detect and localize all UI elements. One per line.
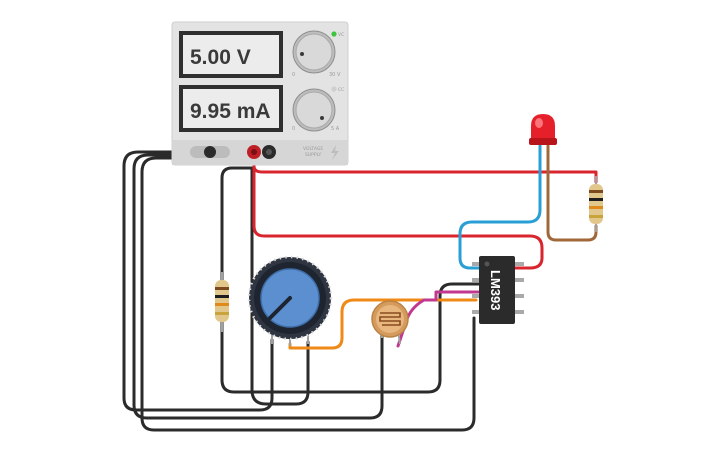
positive-wires[interactable] [252, 150, 598, 270]
cc-label: CC [338, 87, 344, 93]
lightning-bolt-icon [331, 145, 339, 160]
led-resistor-icon[interactable] [589, 176, 603, 232]
chip-pin[interactable] [514, 262, 524, 266]
chip-pin[interactable] [472, 278, 482, 282]
voltage-min-label: 0 [292, 72, 295, 78]
led-signal-wire[interactable] [458, 144, 542, 270]
voltage-knob-pointer [300, 52, 304, 56]
voltage-max-label: 30 V [329, 72, 341, 78]
voltage-knob[interactable] [292, 30, 336, 74]
negative-terminal[interactable] [262, 145, 276, 159]
current-knob[interactable] [292, 88, 336, 132]
current-min-label: 0 [292, 126, 295, 132]
cc-indicator-light [331, 86, 337, 92]
potentiometer-pointer [268, 296, 292, 320]
chip-pin[interactable] [472, 262, 482, 266]
chip-pin[interactable] [514, 310, 524, 314]
panel-label-line1: VOLTAGE [303, 146, 323, 152]
voltage-readout: 5.00 V [190, 46, 251, 69]
power-supply[interactable]: 5.00 V 9.95 mA 0 30 V VC 0 5 A CC [171, 21, 349, 166]
potentiometer-wiper-wire[interactable] [288, 298, 478, 350]
divider-resistor-icon[interactable] [215, 272, 229, 332]
positive-terminal[interactable] [247, 145, 261, 159]
ground-terminal[interactable] [190, 146, 230, 158]
panel-label-line2: SUPPLY [305, 152, 321, 158]
ground-wires[interactable] [122, 150, 482, 432]
chip-pin1-dot [484, 261, 490, 267]
current-knob-pointer [320, 116, 324, 120]
resistor-led-wire[interactable] [546, 144, 598, 242]
potentiometer-knob-icon[interactable] [247, 255, 333, 346]
chip-label: LM393 [488, 270, 503, 310]
chip-pin[interactable] [514, 294, 524, 298]
vc-indicator-light [331, 31, 337, 37]
photoresistor-icon[interactable] [371, 300, 409, 345]
current-display: 9.95 mA [179, 85, 283, 132]
lm393-chip[interactable]: LM393 [472, 256, 524, 324]
current-max-label: 5 A [331, 126, 340, 132]
current-readout: 9.95 mA [190, 100, 271, 123]
vc-label: VC [338, 32, 344, 38]
chip-pin[interactable] [514, 278, 524, 282]
voltage-display: 5.00 V [179, 31, 283, 78]
chip-pin[interactable] [472, 310, 482, 314]
chip-pin[interactable] [472, 294, 482, 298]
red-led-icon[interactable] [529, 114, 557, 145]
